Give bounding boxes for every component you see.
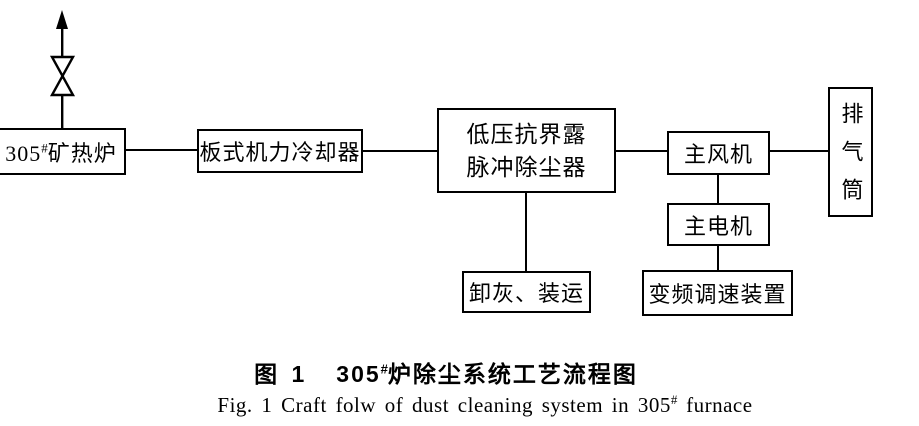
connector-collector-ash — [525, 193, 527, 271]
node-dust-collector: 低压抗界露 脉冲除尘器 — [437, 108, 616, 193]
valve-to-furnace-line — [61, 94, 64, 129]
connector-collector-fan — [616, 150, 667, 152]
hash-superscript: # — [670, 392, 678, 407]
hash-superscript: # — [380, 361, 388, 377]
valve-assembly — [49, 10, 76, 129]
connector-furnace-cooler — [126, 149, 197, 151]
node-cooler-label: 板式机力冷却器 — [199, 140, 361, 165]
caption-english: Fig. 1 Craft folw of dust cleaning syste… — [217, 392, 753, 417]
connector-cooler-collector — [363, 150, 437, 152]
arrow-up-icon — [56, 10, 68, 58]
caption-chinese: 图 1 305#炉除尘系统工艺流程图 — [0, 355, 892, 389]
hash-superscript: # — [41, 140, 48, 156]
node-main-fan: 主风机 — [667, 131, 770, 175]
node-exhaust-stack: 排气筒 — [828, 87, 873, 217]
node-vfd-speed-control-label: 变频调速装置 — [648, 282, 787, 307]
connector-motor-vfd — [717, 246, 719, 270]
node-ash-unloading: 卸灰、装运 — [462, 271, 591, 313]
node-exhaust-stack-label: 排气筒 — [838, 102, 864, 216]
node-ash-unloading-label: 卸灰、装运 — [468, 281, 584, 306]
node-main-motor: 主电机 — [667, 203, 770, 246]
node-main-fan-label: 主风机 — [683, 142, 753, 167]
connector-fan-motor — [717, 175, 719, 203]
caption-chinese-text: 305#炉除尘系统工艺流程图 — [336, 361, 638, 387]
connector-fan-stack — [770, 150, 828, 152]
node-furnace: 305#矿热炉 — [0, 128, 126, 175]
node-furnace-label: 305#矿热炉 — [5, 140, 117, 166]
node-main-motor-label: 主电机 — [683, 213, 753, 239]
node-dust-collector-line2: 脉冲除尘器 — [466, 154, 587, 180]
bowtie-valve-icon — [49, 55, 76, 97]
node-dust-collector-line1: 低压抗界露 — [466, 121, 587, 147]
node-cooler: 板式机力冷却器 — [197, 129, 363, 173]
node-vfd-speed-control: 变频调速装置 — [642, 270, 793, 316]
caption-figure-number: 图 1 — [254, 361, 309, 387]
